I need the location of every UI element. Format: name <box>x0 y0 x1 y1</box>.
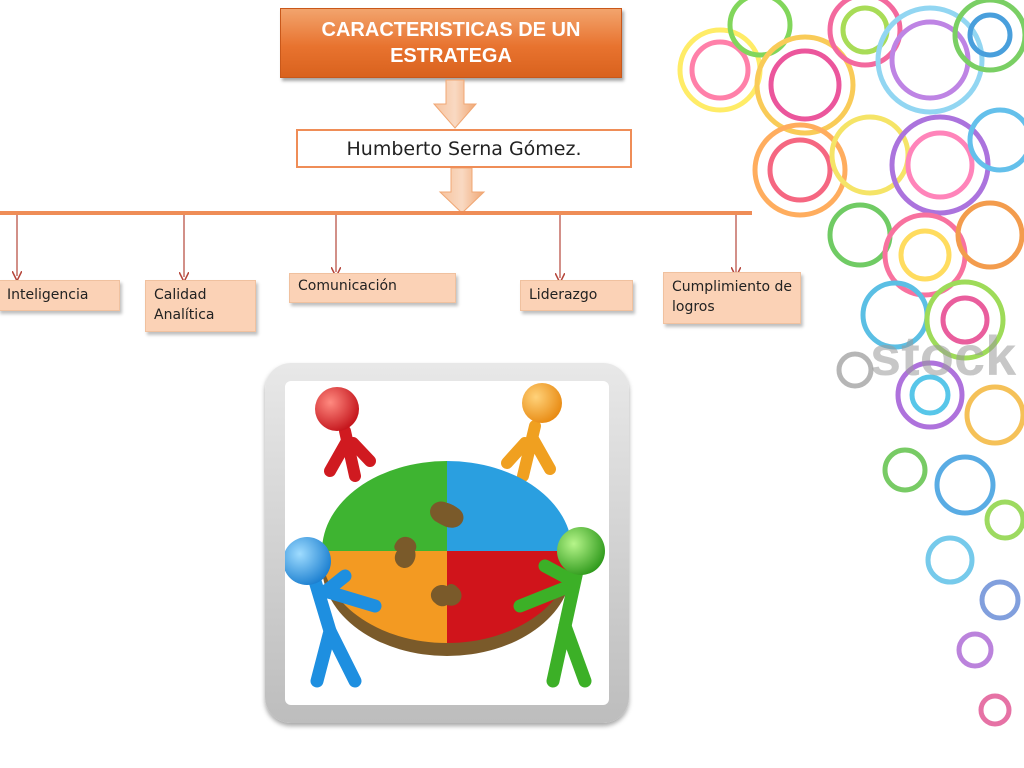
title-text: CARACTERISTICAS DE UN ESTRATEGA <box>321 19 581 67</box>
puzzle-piece-green <box>322 461 447 551</box>
card-calidad-analitica: Calidad Analítica <box>145 280 256 332</box>
author-text: Humberto Serna Gómez. <box>346 137 582 160</box>
card-comunicacion: Comunicación <box>289 273 456 303</box>
card-inteligencia: Inteligencia <box>0 280 120 311</box>
card-label: Comunicación <box>298 278 397 294</box>
card-label: Liderazgo <box>529 287 598 303</box>
puzzle-illustration <box>285 383 605 688</box>
green-figure-head <box>557 527 605 575</box>
puzzle-piece-red <box>447 551 573 643</box>
card-label: Cumplimiento de logros <box>672 279 792 315</box>
author-box: Humberto Serna Gómez. <box>296 129 632 168</box>
teamwork-puzzle-image <box>285 381 609 705</box>
card-liderazgo: Liderazgo <box>520 280 633 311</box>
blue-figure-head <box>285 537 331 585</box>
orange-figure <box>501 420 556 482</box>
title-box: CARACTERISTICAS DE UN ESTRATEGA <box>280 8 622 78</box>
red-figure <box>324 425 376 482</box>
puzzle-piece-orange <box>321 551 447 643</box>
orange-figure-head <box>522 383 562 423</box>
picture-frame <box>265 363 629 723</box>
card-label: Inteligencia <box>7 287 89 303</box>
red-figure-head <box>315 387 359 431</box>
green-figure <box>513 559 592 688</box>
puzzle-piece-blue <box>447 461 572 551</box>
watermark-text: stock <box>870 324 1017 387</box>
card-label: Calidad Analítica <box>154 287 215 323</box>
blue-figure <box>308 569 382 688</box>
card-cumplimiento-de-logros: Cumplimiento de logros <box>663 272 801 324</box>
horizontal-connector-line <box>0 211 752 215</box>
